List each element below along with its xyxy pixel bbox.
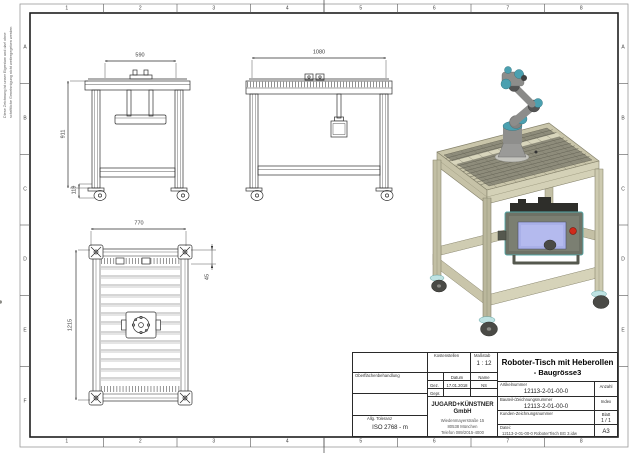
tb-cell-customerno: Kunden-Zeichnungsnummer: [497, 410, 595, 425]
gez-date: 17.01.2018: [446, 382, 468, 388]
dim-top-width: 770: [134, 220, 144, 227]
tb-cell-blatt: Blatt 1 / 1: [594, 410, 618, 425]
frame-row-label: D: [23, 256, 27, 263]
frame-col-label: 1: [65, 5, 69, 11]
gez-label: Gez.: [430, 382, 439, 388]
drawing-title-line2: - Baugrösse3: [533, 368, 582, 377]
frame-col-label: 5: [359, 5, 363, 11]
tb-cell-kostenstellen: Kostenstellen: [427, 352, 471, 373]
surface-label: Oberflächenbehandlung: [355, 373, 400, 378]
confidentiality-note: Diese Zeichnung ist unser Eigentum und d…: [3, 27, 14, 118]
drawingno-label: Bauteil-/Zeichnungsnummer: [500, 397, 553, 402]
dim-top-length: 1215: [67, 318, 74, 332]
blatt-label: Blatt: [601, 412, 611, 417]
top-view: [75, 228, 216, 406]
frame-col-label: 7: [506, 5, 510, 11]
robot-arm: [494, 66, 543, 163]
tb-cell-scale: Maßstab 1 : 12: [470, 352, 498, 373]
article-value: 12113-2-01-00-0: [523, 389, 569, 395]
frame-col-label: 6: [432, 438, 436, 445]
tb-cell-tolerance: Allg. Toleranz ISO 2768 - m: [352, 415, 428, 437]
dim-front-width: 1080: [312, 49, 326, 56]
scale-value: 1 : 12: [476, 361, 492, 367]
frame-grid-ticks: [20, 4, 628, 447]
frame-col-label: 3: [212, 5, 216, 11]
article-label: Artikelnummer: [500, 382, 527, 387]
frame-row-label: B: [621, 115, 625, 122]
gez-name: NS: [481, 382, 487, 388]
drawing-title-line1: Roboter-Tisch mit Heberollen: [501, 358, 614, 367]
company-address3: Telefon 089/2015-4000: [441, 430, 484, 435]
tolerance-value: ISO 2768 - m: [372, 425, 408, 431]
company-name-line2: GmbH: [453, 409, 472, 415]
format-value: A3: [602, 428, 610, 435]
frame-row-label: C: [621, 186, 625, 193]
tb-cell-empty: [352, 393, 428, 416]
frame-col-label: 3: [212, 438, 216, 445]
frame-row-label: A: [621, 44, 625, 51]
tb-cell-format: A3: [594, 424, 618, 437]
frame-col-label: 8: [579, 5, 583, 11]
confidentiality-note-line1: Diese Zeichnung ist unser Eigentum und d…: [3, 32, 7, 118]
frame-col-label: 8: [579, 438, 583, 445]
frame-col-label: 4: [285, 5, 289, 11]
frame-col-label: 4: [285, 438, 289, 445]
frame-row-label: F: [23, 398, 27, 405]
dim-side-caster: 119: [71, 185, 78, 195]
frame-row-label: B: [23, 115, 27, 122]
name-label: Name: [478, 374, 490, 380]
tb-cell-index: Index: [594, 396, 618, 411]
frame-col-label: 5: [359, 438, 363, 445]
gepr-label: Gepr.: [430, 390, 441, 396]
tb-cell-surface: Oberflächenbehandlung: [352, 372, 428, 394]
dim-top-offset: 45: [204, 273, 211, 281]
drawingno-value: 12113-2-01-00-0: [523, 404, 569, 410]
frame-row-label: E: [23, 327, 27, 334]
frame-col-label: 7: [506, 438, 510, 445]
kostenstellen-label: Kostenstellen: [434, 353, 460, 358]
scale-label: Maßstab: [474, 353, 491, 358]
company-address2: 80538 München: [447, 424, 478, 429]
frame-col-label: 2: [138, 438, 142, 445]
blatt-value: 1 / 1: [601, 418, 611, 424]
frame-col-label: 6: [432, 5, 436, 11]
iso-view: [0, 66, 610, 337]
front-view: [245, 57, 394, 201]
company-address1: Wiedenmayerstraße 15: [440, 418, 485, 423]
customerno-label: Kunden-Zeichnungsnummer: [500, 411, 553, 416]
dim-side-width: 590: [135, 52, 145, 59]
tolerance-label: Allg. Toleranz: [367, 416, 393, 421]
index-label: Index: [600, 398, 612, 404]
file-value: 12113-2-01-00-0 RoboterTisch BG 3.idw: [502, 431, 577, 436]
tb-cell-company: JUGARD+KÜNSTNER GmbH Wiedenmayerstraße 1…: [427, 396, 498, 437]
tb-cell-title: Roboter-Tisch mit Heberollen - Baugrösse…: [497, 352, 618, 382]
frame-row-label: C: [23, 186, 27, 193]
anzahl-label: Anzahl: [599, 383, 613, 389]
frame-row-label: E: [621, 327, 625, 334]
frame-row-label: A: [23, 44, 27, 51]
company-name-line1: JUGARD+KÜNSTNER: [431, 402, 494, 408]
frame-row-label: D: [621, 256, 625, 263]
side-view: [67, 60, 191, 201]
frame-col-label: 2: [138, 5, 142, 11]
dim-side-height: 911: [60, 129, 67, 139]
tb-cell-article: Artikelnummer 12113-2-01-00-0: [497, 381, 595, 397]
file-label: Datei:: [500, 425, 511, 430]
tb-cell-file: Datei: 12113-2-01-00-0 RoboterTisch BG 3…: [497, 424, 595, 437]
datum-label: Datum: [450, 374, 464, 380]
tb-cell-anzahl: Anzahl: [594, 381, 618, 397]
tb-cell-empty: [352, 352, 428, 373]
tb-cell-drawingno: Bauteil-/Zeichnungsnummer 12113-2-01-00-…: [497, 396, 595, 411]
confidentiality-note-line2: schriftliche Genehmigung nicht weitergeg…: [8, 26, 13, 118]
frame-col-label: 1: [65, 438, 69, 445]
